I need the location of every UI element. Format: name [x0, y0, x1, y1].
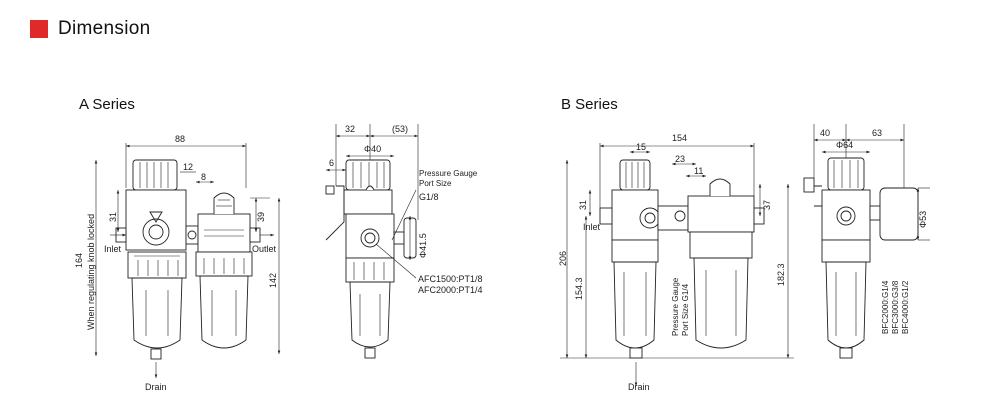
a-series-side-drawing	[325, 124, 419, 359]
a-side-afc1500: AFC1500:PT1/8	[418, 274, 483, 284]
b-dim-31: 31	[578, 200, 588, 210]
a-knob-note: When regulating knob locked	[86, 214, 96, 330]
red-square-icon	[30, 20, 48, 38]
a-inlet-label: Inlet	[104, 244, 122, 254]
a-series-front-drawing	[94, 143, 281, 378]
a-side-dim-6: 6	[329, 158, 334, 168]
b-gauge-label-2: Port Size G1/4	[681, 283, 690, 336]
b-side-bfc4000: BFC4000:G1/2	[901, 280, 910, 334]
a-side-dim-32: 32	[345, 124, 355, 134]
b-series-side-drawing	[803, 124, 930, 359]
a-dim-12: 12	[183, 162, 193, 172]
b-side-bfc2000: BFC2000:G1/4	[881, 280, 890, 334]
a-series-title: A Series	[79, 96, 135, 113]
b-dim-182-3: 182.3	[776, 263, 786, 286]
a-side-phi41: Φ41.5	[418, 233, 428, 258]
a-drain-label: Drain	[145, 382, 167, 392]
b-side-phi53: Φ53	[918, 211, 928, 228]
b-dim-37: 37	[762, 200, 772, 210]
b-drain-label: Drain	[628, 382, 650, 392]
b-side-phi64: Φ64	[836, 140, 853, 150]
a-dim-142: 142	[268, 273, 278, 288]
b-dim-23: 23	[675, 154, 685, 164]
b-inlet-label: Inlet	[583, 222, 601, 232]
a-dim-164: 164	[74, 253, 84, 268]
b-dim-11: 11	[694, 166, 703, 176]
b-side-dim-40: 40	[820, 128, 830, 138]
b-series-title: B Series	[561, 96, 618, 113]
a-dim-39: 39	[256, 212, 266, 222]
a-side-gauge-label-2: Port Size	[419, 179, 452, 188]
b-dim-154-3: 154.3	[574, 277, 584, 300]
b-side-dim-63: 63	[872, 128, 882, 138]
a-dim-8: 8	[201, 172, 206, 182]
a-side-phi40: Φ40	[364, 144, 381, 154]
a-outlet-label: Outlet	[252, 244, 277, 254]
section-title: Dimension	[58, 18, 151, 39]
a-side-afc2000: AFC2000:PT1/4	[418, 285, 483, 295]
a-dim-31: 31	[108, 212, 118, 222]
a-side-g18: G1/8	[419, 192, 439, 202]
b-series-front-drawing	[560, 143, 794, 386]
b-dim-15: 15	[636, 142, 646, 152]
a-dim-88: 88	[175, 134, 185, 144]
a-side-gauge-label-1: Pressure Gauge	[419, 169, 478, 178]
a-side-dim-53: (53)	[392, 124, 408, 134]
section-header: Dimension	[30, 18, 150, 40]
b-dim-206: 206	[558, 251, 568, 266]
b-gauge-label-1: Pressure Gauge	[671, 277, 680, 336]
b-side-bfc3000: BFC3000:G3/8	[891, 280, 900, 334]
b-dim-154: 154	[672, 133, 687, 143]
